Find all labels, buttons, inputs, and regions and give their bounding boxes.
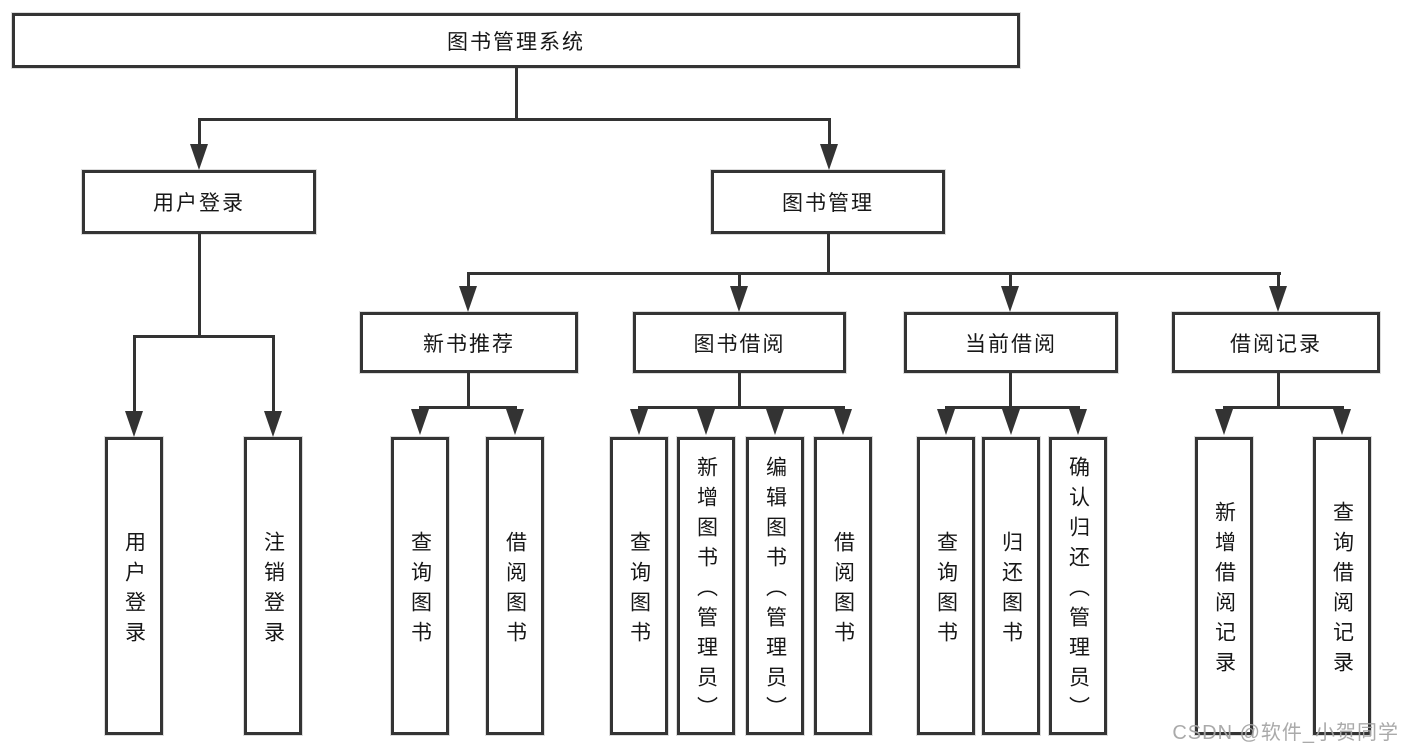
leaf-recommend-query-book: 查询图书 <box>391 437 449 735</box>
arrowhead <box>1002 409 1020 435</box>
connector-sec2-stem <box>1009 272 1012 290</box>
connector-root-login-stem <box>198 118 201 148</box>
node-new-book-recommend-label: 新书推荐 <box>423 332 515 356</box>
node-borrow-records-label: 借阅记录 <box>1230 332 1322 356</box>
leaf-current-query-book-label: 查询图书 <box>934 530 958 651</box>
connector-login-child0-stem <box>133 335 136 415</box>
connector-root-manage-stem <box>828 118 831 148</box>
leaf-records-query-record: 查询借阅记录 <box>1313 437 1371 735</box>
leaf-borrowing-borrow-book: 借阅图书 <box>814 437 872 735</box>
leaf-current-return-book: 归还图书 <box>982 437 1040 735</box>
connector-sec0-hbar <box>419 406 517 409</box>
node-user-login-label: 用户登录 <box>153 192 245 215</box>
arrowhead <box>1215 409 1233 435</box>
arrowhead <box>411 409 429 435</box>
connector-sec1-stem <box>738 272 741 290</box>
csdn-watermark: CSDN @软件_小贺同学 <box>1172 722 1399 744</box>
connector-manage-stem <box>827 234 830 275</box>
node-current-borrowing: 当前借阅 <box>904 312 1118 373</box>
leaf-recommend-query-book-label: 查询图书 <box>408 530 432 651</box>
arrowhead <box>766 409 784 435</box>
leaf-borrowing-edit-book-admin-label: 编辑图书（管理员） <box>763 455 787 726</box>
connector-sec0-down <box>467 373 470 409</box>
node-book-management-label: 图书管理 <box>782 192 874 215</box>
arrowhead <box>264 411 282 437</box>
connector-login-child1-stem <box>272 335 275 415</box>
connector-sec3-stem <box>1277 272 1280 290</box>
leaf-borrowing-edit-book-admin: 编辑图书（管理员） <box>746 437 804 735</box>
arrowhead <box>730 286 748 312</box>
node-current-borrowing-label: 当前借阅 <box>965 332 1057 356</box>
leaf-borrowing-add-book-admin: 新增图书（管理员） <box>677 437 735 735</box>
connector-sec3-down <box>1277 373 1280 409</box>
arrowhead <box>190 144 208 170</box>
leaf-current-query-book: 查询图书 <box>917 437 975 735</box>
connector-manage-hbar <box>467 272 1281 275</box>
leaf-records-add-record: 新增借阅记录 <box>1195 437 1253 735</box>
node-user-login: 用户登录 <box>82 170 316 234</box>
arrowhead <box>697 409 715 435</box>
arrowhead <box>820 144 838 170</box>
connector-root-hbar <box>198 118 831 121</box>
leaf-user-login: 用户登录 <box>105 437 163 735</box>
leaf-borrowing-add-book-admin-label: 新增图书（管理员） <box>694 455 718 726</box>
arrowhead <box>506 409 524 435</box>
leaf-user-login-label: 用户登录 <box>122 530 146 651</box>
leaf-current-confirm-return-admin-label: 确认归还（管理员） <box>1066 455 1090 726</box>
leaf-borrowing-borrow-book-label: 借阅图书 <box>831 530 855 651</box>
arrowhead <box>834 409 852 435</box>
arrowhead <box>1333 409 1351 435</box>
connector-sec3-hbar <box>1223 406 1344 409</box>
node-book-borrowing: 图书借阅 <box>633 312 846 373</box>
leaf-logout-label: 注销登录 <box>261 530 285 651</box>
arrowhead <box>937 409 955 435</box>
leaf-records-query-record-label: 查询借阅记录 <box>1330 500 1354 681</box>
connector-sec1-down <box>738 373 741 409</box>
arrowhead <box>125 411 143 437</box>
node-book-management: 图书管理 <box>711 170 945 234</box>
arrowhead <box>1001 286 1019 312</box>
node-root-label: 图书管理系统 <box>447 30 585 54</box>
arrowhead <box>1069 409 1087 435</box>
arrowhead <box>1269 286 1287 312</box>
leaf-records-add-record-label: 新增借阅记录 <box>1212 500 1236 681</box>
node-borrow-records: 借阅记录 <box>1172 312 1380 373</box>
connector-sec2-down <box>1009 373 1012 409</box>
connector-root-stem <box>515 68 518 121</box>
connector-sec1-hbar <box>638 406 845 409</box>
leaf-borrowing-query-book: 查询图书 <box>610 437 668 735</box>
arrowhead <box>459 286 477 312</box>
connector-login-stem <box>198 234 201 338</box>
connector-sec0-stem <box>467 272 470 290</box>
leaf-logout: 注销登录 <box>244 437 302 735</box>
leaf-recommend-borrow-book-label: 借阅图书 <box>503 530 527 651</box>
node-root: 图书管理系统 <box>12 13 1020 68</box>
connector-login-hbar <box>133 335 275 338</box>
arrowhead <box>630 409 648 435</box>
leaf-recommend-borrow-book: 借阅图书 <box>486 437 544 735</box>
leaf-current-return-book-label: 归还图书 <box>999 530 1023 651</box>
node-book-borrowing-label: 图书借阅 <box>693 332 786 356</box>
connector-sec2-hbar <box>945 406 1080 409</box>
leaf-current-confirm-return-admin: 确认归还（管理员） <box>1049 437 1107 735</box>
node-new-book-recommend: 新书推荐 <box>360 312 578 373</box>
leaf-borrowing-query-book-label: 查询图书 <box>627 530 651 651</box>
